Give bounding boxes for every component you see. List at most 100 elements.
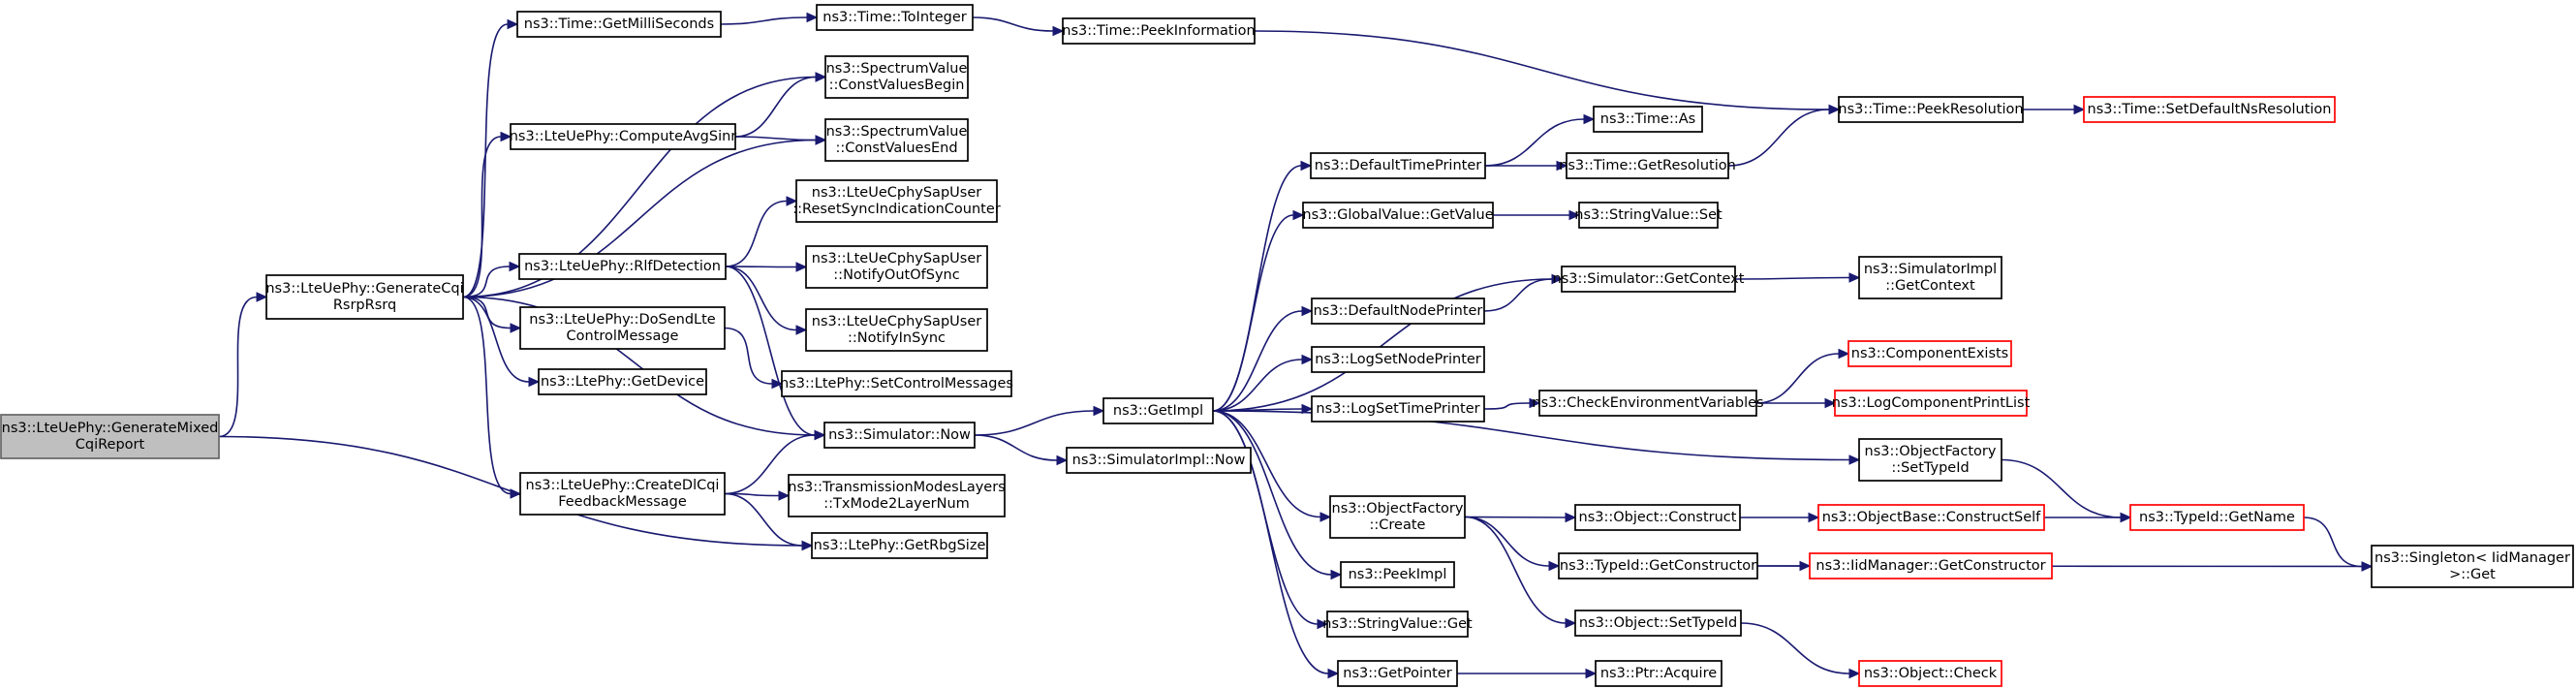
node-setdefres[interactable]: ns3::Time::SetDefaultNsResolution: [2083, 96, 2336, 123]
node-timeas[interactable]: ns3::Time::As: [1593, 106, 1703, 133]
node-label: ns3::ComponentExists: [1851, 346, 2009, 361]
node-ofsettid[interactable]: ns3::ObjectFactory::SetTypeId: [1858, 438, 2002, 482]
node-box: [2371, 545, 2574, 588]
node-defnp[interactable]: ns3::DefaultNodePrinter: [1311, 298, 1485, 325]
edge-line: [462, 139, 817, 298]
edge-line: [1212, 278, 1553, 412]
edge-line: [2001, 458, 2122, 518]
node-label: ns3::Singleton< IidManager: [2374, 550, 2570, 566]
node-label: ns3::TypeId::GetName: [2139, 510, 2295, 525]
node-notifyout[interactable]: ns3::LteUeCphySapUser::NotifyOutOfSync: [805, 245, 988, 289]
node-now[interactable]: ns3::Simulator::Now: [823, 422, 976, 449]
node-label: ns3::ObjectBase::ConstructSelf: [1822, 510, 2041, 525]
node-objconstruct[interactable]: ns3::Object::Construct: [1574, 504, 1741, 531]
node-createdl[interactable]: ns3::LteUePhy::CreateDlCqiFeedbackMessag…: [519, 472, 726, 516]
arrowhead-icon: [1292, 209, 1305, 221]
node-box: [1340, 561, 1455, 588]
node-lognp[interactable]: ns3::LogSetNodePrinter: [1311, 346, 1485, 373]
arrowhead-icon: [806, 12, 819, 23]
node-label: ns3::Simulator::Now: [828, 427, 971, 443]
edge-line: [1212, 165, 1302, 412]
node-peekres[interactable]: ns3::Time::PeekResolution: [1838, 96, 2024, 123]
node-cve[interactable]: ns3::SpectrumValue::ConstValuesEnd: [824, 118, 969, 162]
node-ptracq[interactable]: ns3::Ptr::Acquire: [1595, 660, 1723, 687]
node-toint[interactable]: ns3::Time::ToInteger: [816, 4, 974, 31]
node-checkenv[interactable]: ns3::CheckEnvironmentVariables: [1532, 390, 1764, 417]
node-box: [816, 4, 974, 31]
edge-gvget-to-svset: [1493, 209, 1581, 221]
node-singleton[interactable]: ns3::Singleton< IidManager >::Get: [2371, 545, 2574, 588]
node-box: [265, 274, 464, 320]
node-peekinfo[interactable]: ns3::Time::PeekInformation: [1062, 17, 1256, 45]
edge-line: [1212, 359, 1303, 412]
node-box: [781, 370, 1012, 397]
node-label: ns3::DefaultTimePrinter: [1315, 158, 1481, 173]
node-label: ns3::Object::Construct: [1579, 510, 1737, 525]
node-label: ns3::CheckEnvironmentVariables: [1532, 395, 1763, 411]
node-getres[interactable]: ns3::Time::GetResolution: [1559, 152, 1736, 179]
node-peekimpl[interactable]: ns3::PeekImpl: [1340, 561, 1455, 588]
edge-line: [725, 266, 816, 436]
arrowhead-icon: [1848, 454, 1861, 465]
node-box: [1311, 298, 1485, 325]
edge-getimpl-to-defnp: [1212, 305, 1314, 412]
node-objsettid[interactable]: ns3::Object::SetTypeId: [1574, 610, 1742, 637]
node-iidgetctor[interactable]: ns3::IidManager::GetConstructor: [1809, 552, 2053, 579]
node-logpl[interactable]: ns3::LogComponentPrintList: [1832, 390, 2031, 417]
edge-logtp-to-checkenv: [1483, 397, 1541, 410]
node-getimpl[interactable]: ns3::GetImpl: [1102, 397, 1214, 424]
node-getms[interactable]: ns3::Time::GetMilliSeconds: [516, 11, 722, 38]
node-objcheck[interactable]: ns3::Object::Check: [1858, 660, 2002, 687]
node-notifyin[interactable]: ns3::LteUeCphySapUser::NotifyInSync: [805, 308, 988, 352]
node-setctrl[interactable]: ns3::LtePhy::SetControlMessages: [780, 370, 1013, 397]
node-tidgetname[interactable]: ns3::TypeId::GetName: [2129, 504, 2305, 531]
node-label: ::NotifyInSync: [848, 330, 946, 346]
node-box: [1337, 660, 1458, 687]
node-ofcreate[interactable]: ns3::ObjectFactory::Create: [1329, 495, 1466, 539]
node-cvb[interactable]: ns3::SpectrumValue::ConstValuesBegin: [824, 55, 969, 99]
edge-checkenv-to-compexists: [1755, 348, 1850, 404]
node-implctx[interactable]: ns3::SimulatorImpl::GetContext: [1858, 256, 2002, 299]
arrowhead-icon: [1838, 348, 1850, 360]
node-resetsync[interactable]: ns3::LteUeCphySapUser::ResetSyncIndicati…: [792, 179, 1001, 223]
node-label: ns3::GlobalValue::GetValue: [1302, 207, 1493, 223]
node-avgsinr[interactable]: ns3::LteUePhy::ComputeAvgSinr: [510, 123, 737, 150]
node-getctx[interactable]: ns3::Simulator::GetContext: [1553, 266, 1745, 293]
edge-line: [1212, 410, 1332, 576]
node-rlf[interactable]: ns3::LteUePhy::RlfDetection: [518, 253, 727, 280]
arrowhead-icon: [1808, 512, 1820, 523]
node-tidgetctor[interactable]: ns3::TypeId::GetConstructor: [1558, 552, 1758, 579]
node-implnow[interactable]: ns3::SimulatorImpl::Now: [1066, 447, 1252, 474]
node-box: [824, 55, 969, 99]
edges-layer: [218, 12, 2374, 679]
node-getptr[interactable]: ns3::GetPointer: [1337, 660, 1458, 687]
edge-line: [1212, 214, 1294, 412]
node-txmode[interactable]: ns3::TransmissionModesLayers::TxMode2Lay…: [788, 474, 1006, 517]
node-label: ns3::SpectrumValue: [826, 61, 968, 77]
node-svset[interactable]: ns3::StringValue::Set: [1574, 202, 1723, 229]
arrowhead-icon: [795, 325, 808, 335]
node-label: ::Create: [1370, 517, 1426, 533]
node-box: [805, 245, 988, 289]
node-rbgsize[interactable]: ns3::LtePhy::GetRbgSize: [811, 532, 988, 559]
node-svget[interactable]: ns3::StringValue::Get: [1322, 611, 1473, 638]
edge-getimpl-to-svget: [1212, 410, 1329, 630]
arrowhead-icon: [1330, 569, 1343, 580]
arrowhead-icon: [786, 196, 798, 206]
arrowhead-icon: [814, 429, 826, 441]
node-deftp[interactable]: ns3::DefaultTimePrinter: [1310, 152, 1486, 179]
node-gvget[interactable]: ns3::GlobalValue::GetValue: [1302, 202, 1494, 229]
node-label: ns3::LteUeCphySapUser: [812, 251, 981, 266]
node-label: ns3::LteUePhy::GenerateCqi: [265, 281, 463, 297]
node-constructself[interactable]: ns3::ObjectBase::ConstructSelf: [1817, 504, 2045, 531]
node-box: [1593, 106, 1703, 133]
node-label: ns3::LteUePhy::RlfDetection: [524, 259, 721, 274]
node-getdevice[interactable]: ns3::LtePhy::GetDevice: [538, 368, 707, 395]
node-compexists[interactable]: ns3::ComponentExists: [1847, 340, 2012, 367]
edge-checkenv-to-logpl: [1755, 397, 1837, 409]
node-logtp[interactable]: ns3::LogSetTimePrinter: [1311, 395, 1485, 423]
edge-line: [1464, 516, 1567, 518]
